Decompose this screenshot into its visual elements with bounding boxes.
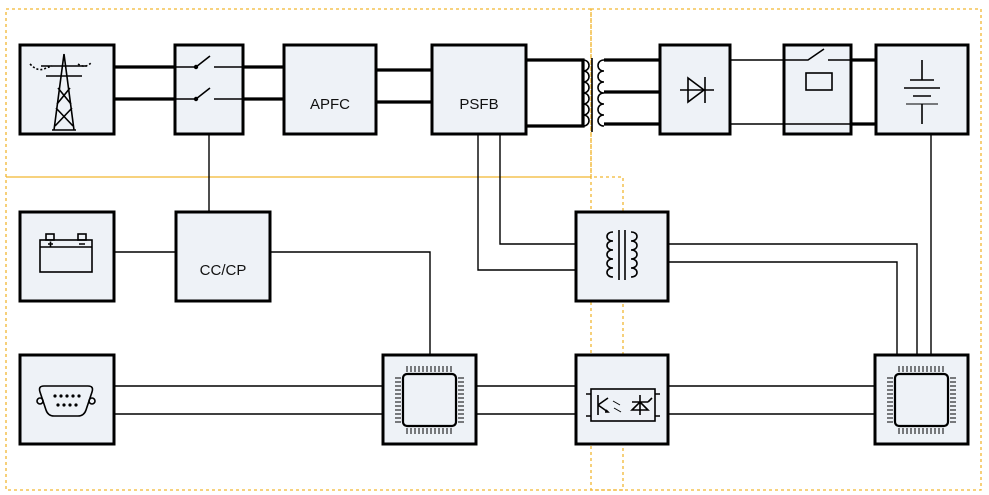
psfb-block: PSFB: [430, 43, 528, 136]
switch-icon: [175, 55, 243, 102]
optocoupler-icon: [586, 388, 660, 422]
battery-in-block: [18, 210, 116, 303]
relay-block: [782, 43, 853, 136]
cccp-label: CC/CP: [200, 262, 247, 279]
rectifier-block: [658, 43, 732, 136]
battery-symbol-icon: [904, 60, 940, 124]
apfc-block: APFC: [282, 43, 378, 136]
cccp-block: CC/CP: [174, 210, 272, 303]
diode-icon: [680, 76, 714, 104]
microcontroller-chip-icon: [887, 366, 956, 434]
car-battery-icon: [39, 233, 93, 273]
mcu-secondary-block: [873, 353, 970, 446]
transformer-icon: [606, 230, 638, 280]
primary-lower-zone: [5, 176, 624, 491]
mcu-primary-block: [381, 353, 478, 446]
main-transformer-icon: [582, 58, 605, 132]
connector-block: [18, 353, 116, 446]
relay-icon: [784, 48, 851, 125]
optocoupler-block: [574, 353, 670, 446]
aux-transformer-block: [574, 210, 670, 303]
psfb-label: PSFB: [459, 96, 498, 113]
switch-block: [173, 43, 245, 136]
connection-wires: [114, 58, 932, 415]
power-pylon-icon: [29, 53, 93, 131]
microcontroller-chip-icon: [395, 366, 464, 434]
apfc-label: APFC: [310, 96, 350, 113]
grid-block: [18, 43, 116, 136]
battery-out-block: [874, 43, 970, 136]
db9-connector-icon: [36, 385, 96, 417]
